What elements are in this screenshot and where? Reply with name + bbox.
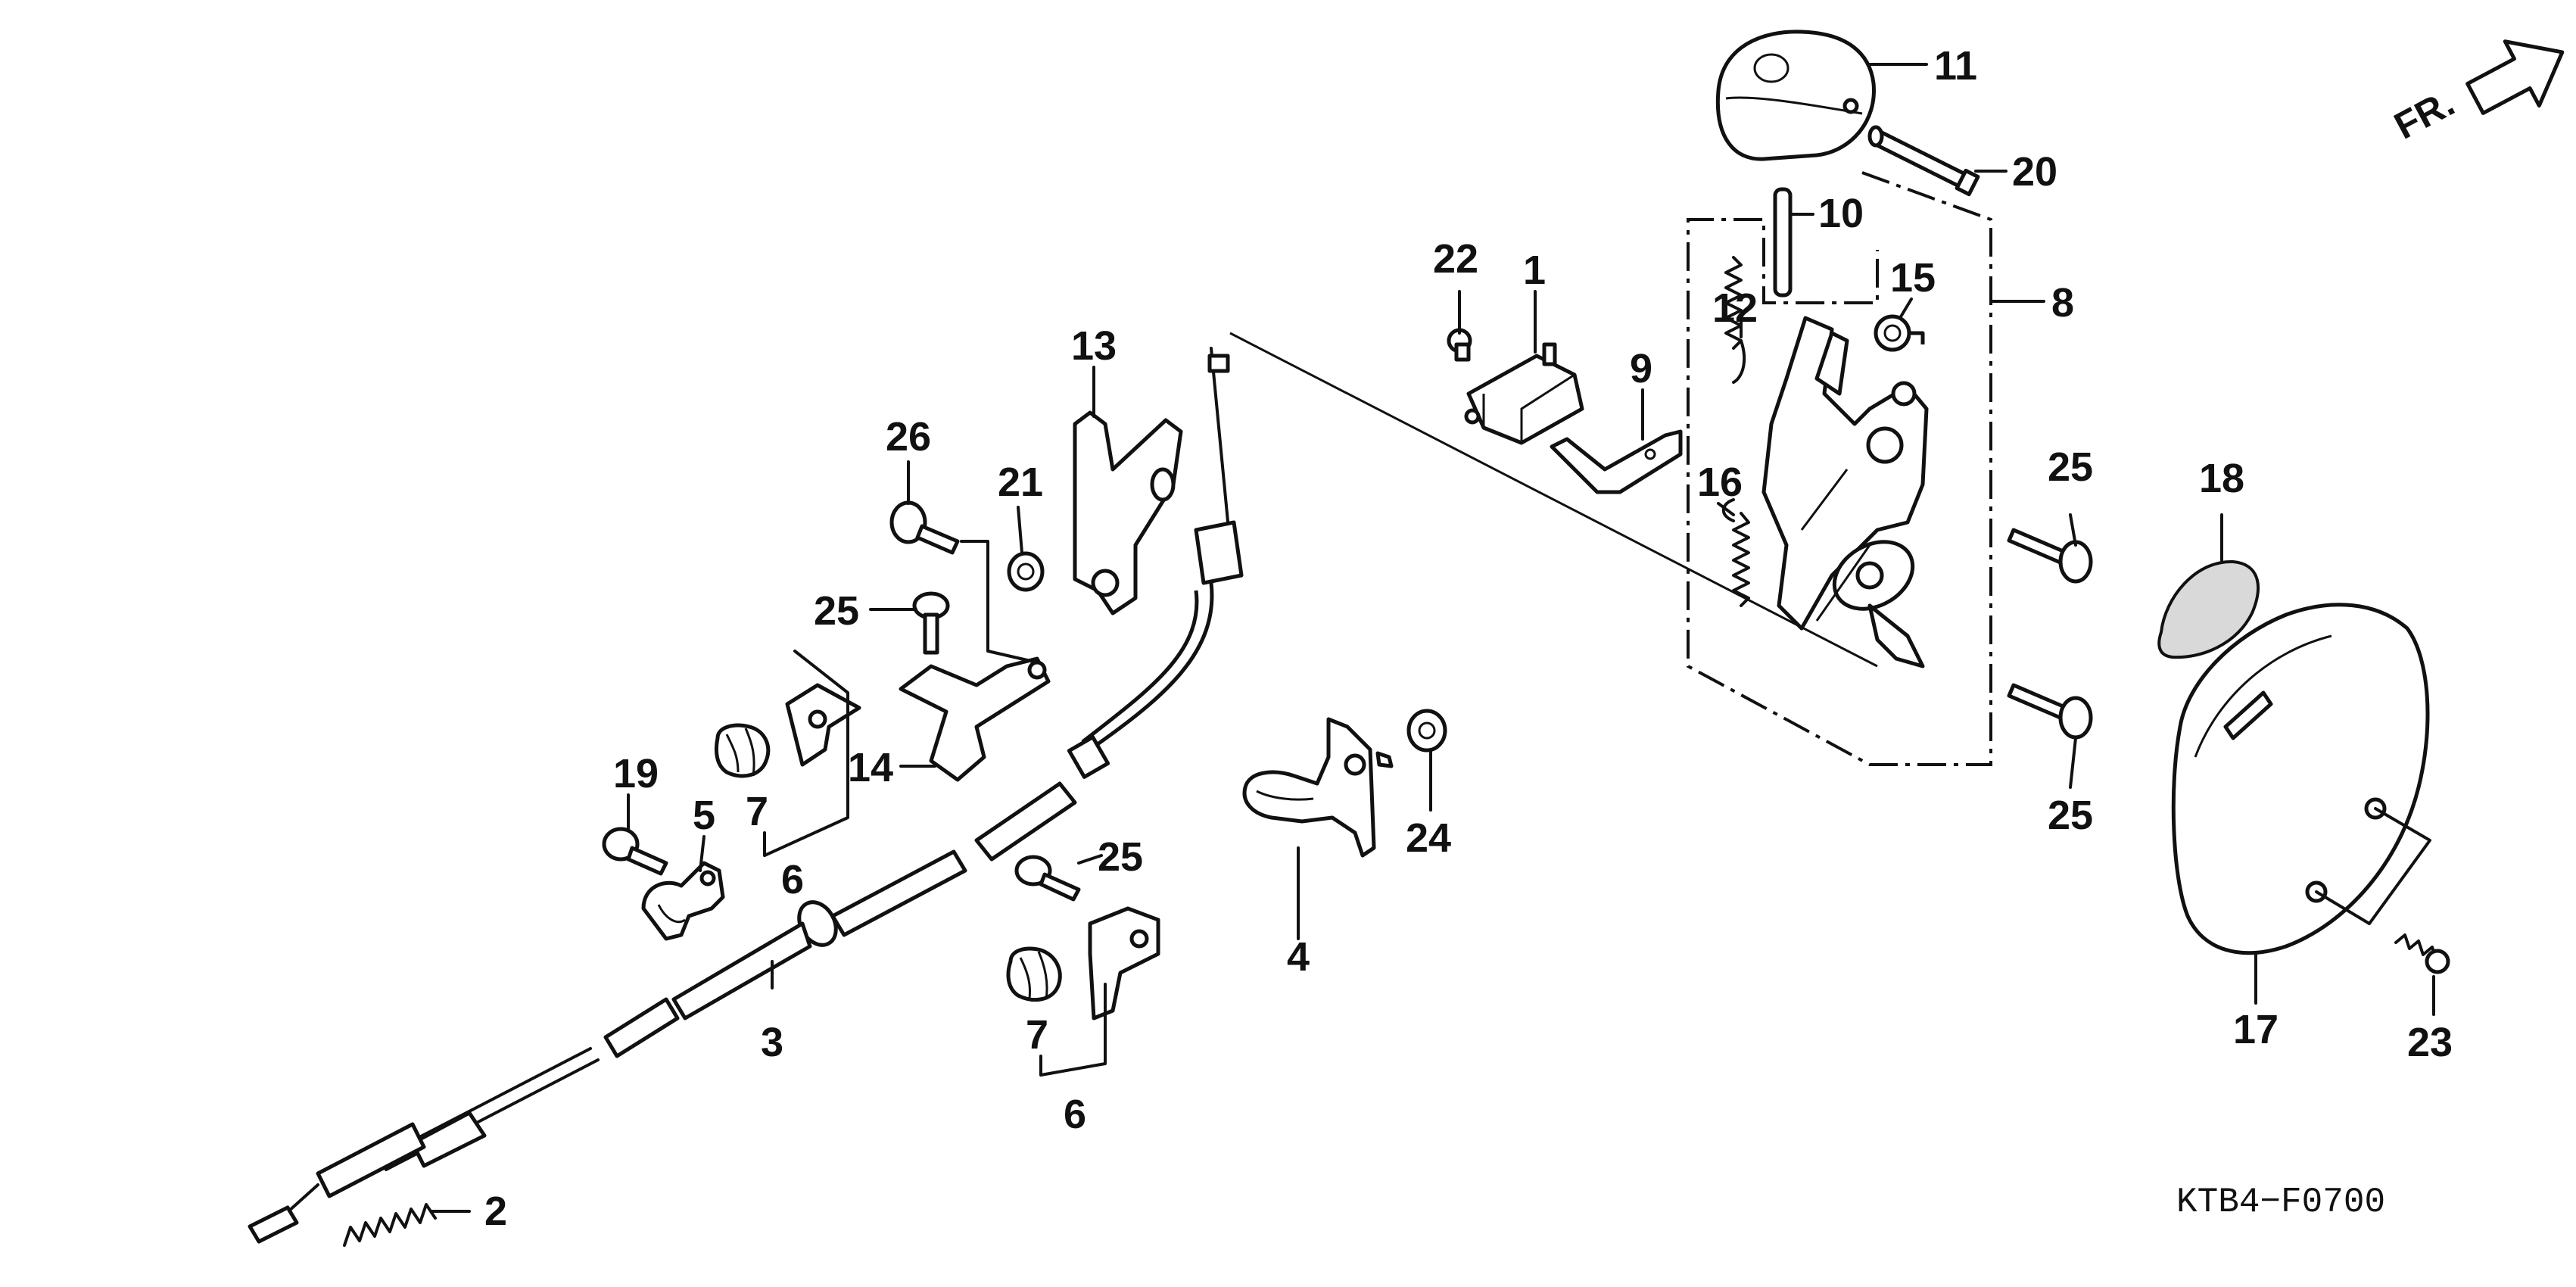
nut-part (1007, 551, 1045, 592)
leader-lines (430, 290, 2435, 1213)
front-label: FR. (2388, 81, 2461, 147)
screw-part (2394, 933, 2450, 974)
callout-number: 16 (1697, 460, 1743, 505)
callout-number: 3 (761, 1020, 783, 1065)
drawing-code: KTB4−F0700 (2176, 1183, 2385, 1222)
bracket-part (1242, 717, 1376, 858)
front-direction-arrow (2465, 39, 2565, 115)
grommet-part (1006, 946, 1062, 1002)
bolt-part (889, 500, 960, 555)
spring-part (343, 1203, 437, 1247)
callout-number: 13 (1071, 323, 1117, 369)
plate-part (1550, 429, 1683, 494)
callout-number: 12 (1712, 285, 1758, 331)
callout-number: 25 (2048, 444, 2093, 490)
bolt-part (912, 591, 950, 655)
control-cable-part (248, 347, 1244, 1244)
bolt-part (2007, 683, 2093, 740)
bolt-part (2007, 528, 2093, 584)
leader-line (1229, 332, 1878, 668)
callout-number: 9 (1630, 346, 1652, 391)
pin-part (1867, 125, 1980, 197)
bracket-part (641, 861, 725, 941)
grommet-part (715, 723, 771, 778)
knob-cover-part (1715, 30, 1876, 161)
callout-number: 26 (886, 414, 931, 460)
rod-part (1773, 187, 1793, 298)
callout-number: 6 (1064, 1092, 1086, 1137)
clamp-part (785, 683, 861, 767)
callout-number: 24 (1406, 815, 1451, 861)
callout-number: 17 (2233, 1007, 2279, 1052)
callout-number: 7 (1026, 1012, 1048, 1058)
callout-number: 5 (693, 793, 715, 838)
callout-number: 21 (998, 460, 1043, 505)
assembly-group-frame (1687, 171, 1992, 766)
callout-number: 14 (848, 745, 893, 790)
bolt-part (602, 827, 668, 876)
bracket-part (899, 656, 1051, 782)
callout-number: 20 (2012, 149, 2057, 195)
bracket-part (1073, 410, 1183, 615)
callout-number: 15 (1890, 255, 1936, 301)
spring-part (1724, 256, 1746, 384)
callout-number: 23 (2407, 1020, 2453, 1065)
bolt-part (1447, 328, 1472, 362)
callout-number: 11 (1934, 43, 1977, 89)
spring-part (1721, 498, 1750, 607)
callout-number: 1 (1523, 248, 1546, 293)
callout-number: 6 (781, 857, 804, 902)
callout-number: 18 (2199, 456, 2244, 501)
cap-part (1874, 314, 1925, 352)
nut-part (1375, 751, 1394, 768)
callout-number: 25 (2048, 793, 2093, 838)
callout-number: 25 (1098, 834, 1143, 880)
pad-part (2157, 559, 2260, 659)
callout-number: 25 (814, 588, 859, 634)
cover-part (2171, 603, 2430, 955)
clamp-part (1088, 906, 1160, 1021)
nut-part (1406, 709, 1447, 753)
control-lever-assembly (1761, 316, 1929, 668)
callout-number: 4 (1287, 934, 1310, 980)
bolt-part (1014, 855, 1081, 902)
callout-number: 19 (613, 751, 659, 796)
callout-number: 10 (1818, 191, 1864, 236)
callout-number: 22 (1433, 236, 1478, 282)
switch-part (1464, 342, 1584, 445)
callout-number: 7 (746, 789, 768, 834)
callout-number: 2 (484, 1189, 507, 1234)
callout-number: 8 (2051, 280, 2074, 326)
